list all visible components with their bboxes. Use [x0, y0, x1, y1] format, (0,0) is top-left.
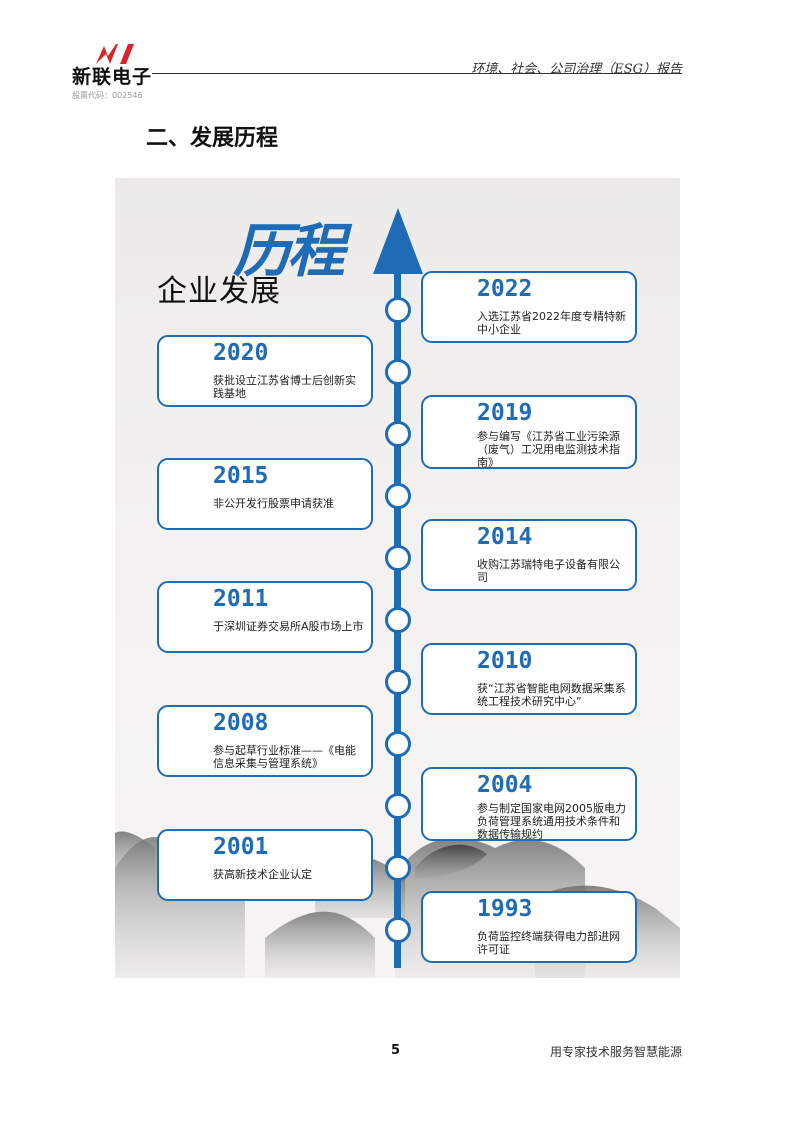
milestone-description: 负荷监控终端获得电力部进网许可证 — [477, 930, 620, 956]
milestone-card-2004: 2004 参与制定国家电网2005版电力负荷管理系统通用技术条件和数据传输规约 — [421, 767, 637, 841]
timeline-node — [385, 731, 411, 757]
milestone-year: 2019 — [477, 400, 533, 426]
footer-slogan: 用专家技术服务智慧能源 — [549, 1045, 682, 1059]
arrow-up-icon — [373, 208, 423, 274]
milestone-description: 获高新技术企业认定 — [213, 868, 312, 881]
milestone-year: 2022 — [477, 276, 533, 302]
timeline-node — [385, 855, 411, 881]
milestone-card-2014: 2014 收购江苏瑞特电子设备有限公司 — [421, 519, 637, 591]
timeline-node — [385, 421, 411, 447]
milestone-year: 2011 — [213, 586, 269, 612]
milestone-year: 2020 — [213, 340, 269, 366]
milestone-year: 1993 — [477, 896, 533, 922]
milestone-year: 2001 — [213, 834, 269, 860]
timeline-panel: 历程 企业发展 2022 入选江苏省2022年度专精特新中小企业 2020 获批… — [115, 178, 680, 978]
report-title: 环境、社会、公司治理（ESG）报告 — [471, 62, 682, 77]
logo-text: 新联电子 — [72, 66, 153, 88]
timeline-node — [385, 917, 411, 943]
milestone-card-2015: 2015 非公开发行股票申请获准 — [157, 458, 373, 530]
milestone-year: 2008 — [213, 710, 269, 736]
section-title: 二、发展历程 — [146, 125, 279, 151]
milestone-card-2011: 2011 于深圳证券交易所A股市场上市 — [157, 581, 373, 653]
milestone-description: 获批设立江苏省博士后创新实践基地 — [213, 374, 356, 400]
milestone-description: 于深圳证券交易所A股市场上市 — [213, 620, 364, 633]
milestone-year: 2010 — [477, 648, 533, 674]
company-logo: 新联电子 股票代码：002546 — [72, 42, 162, 102]
milestone-card-1993: 1993 负荷监控终端获得电力部进网许可证 — [421, 891, 637, 963]
milestone-description: 非公开发行股票申请获准 — [213, 497, 334, 510]
milestone-year: 2004 — [477, 772, 533, 798]
milestone-card-2010: 2010 获“江苏省智能电网数据采集系统工程技术研究中心” — [421, 643, 637, 715]
milestone-description: 入选江苏省2022年度专精特新中小企业 — [477, 310, 626, 336]
milestone-card-2008: 2008 参与起草行业标准——《电能信息采集与管理系统》 — [157, 705, 373, 777]
timeline-heading-large: 历程 — [233, 217, 345, 285]
milestone-card-2019: 2019 参与编写《江苏省工业污染源（废气）工况用电监测技术指南》 — [421, 395, 637, 469]
timeline-node — [385, 793, 411, 819]
milestone-year: 2015 — [213, 463, 269, 489]
timeline-node — [385, 359, 411, 385]
stock-code: 股票代码：002546 — [72, 91, 143, 100]
timeline-node — [385, 483, 411, 509]
header-rule — [152, 73, 682, 74]
logo-mark-icon — [96, 44, 134, 64]
milestone-card-2022: 2022 入选江苏省2022年度专精特新中小企业 — [421, 271, 637, 343]
page-number: 5 — [391, 1043, 401, 1058]
milestone-description: 获“江苏省智能电网数据采集系统工程技术研究中心” — [477, 682, 626, 708]
milestone-description: 收购江苏瑞特电子设备有限公司 — [477, 558, 620, 584]
milestone-description: 参与制定国家电网2005版电力负荷管理系统通用技术条件和数据传输规约 — [477, 802, 626, 841]
timeline-node — [385, 669, 411, 695]
milestone-card-2001: 2001 获高新技术企业认定 — [157, 829, 373, 901]
milestone-description: 参与编写《江苏省工业污染源（废气）工况用电监测技术指南》 — [477, 430, 620, 469]
timeline-heading: 企业发展 — [157, 274, 281, 309]
timeline-node — [385, 607, 411, 633]
timeline-node — [385, 297, 411, 323]
timeline-node — [385, 545, 411, 571]
milestone-year: 2014 — [477, 524, 533, 550]
milestone-card-2020: 2020 获批设立江苏省博士后创新实践基地 — [157, 335, 373, 407]
milestone-description: 参与起草行业标准——《电能信息采集与管理系统》 — [213, 744, 356, 770]
